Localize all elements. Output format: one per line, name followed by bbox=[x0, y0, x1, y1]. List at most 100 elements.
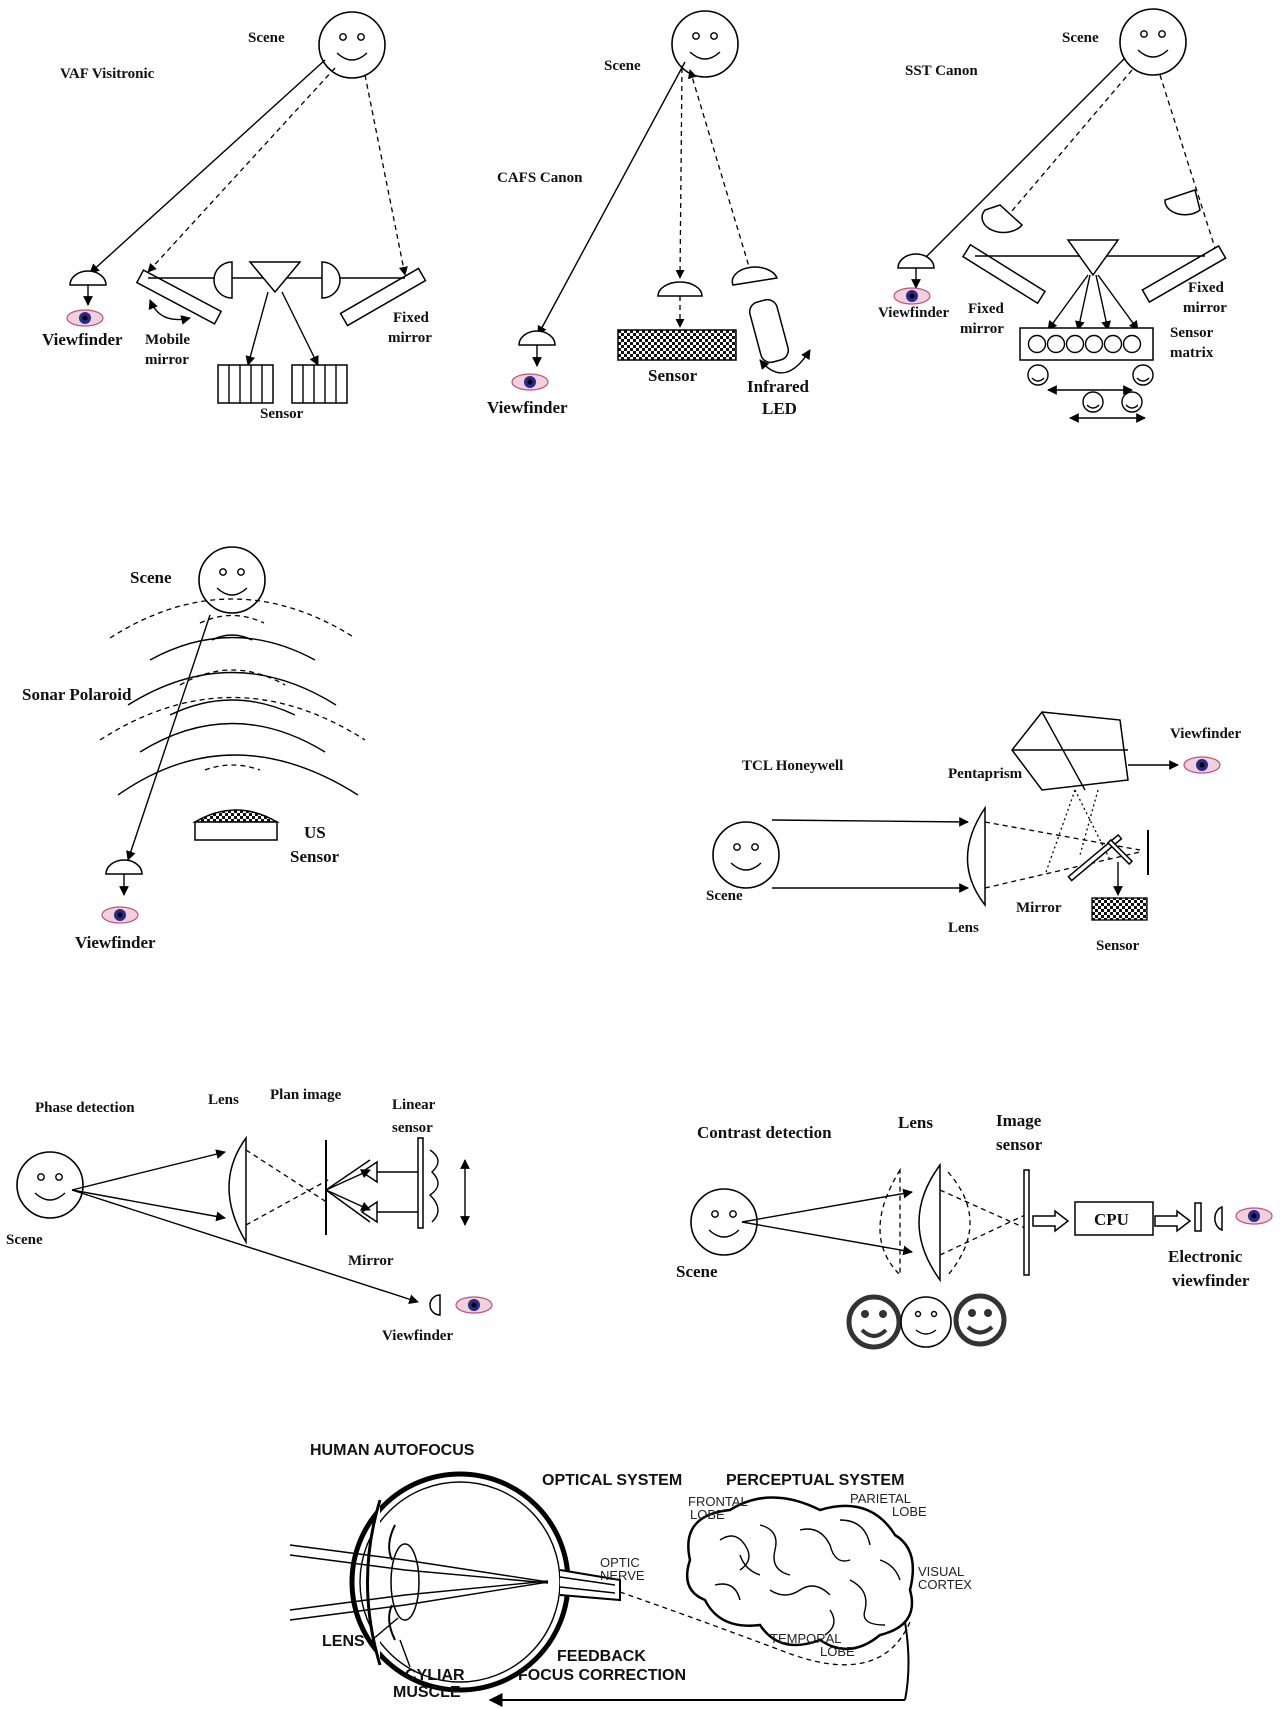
cafs-infrared-label-2: LED bbox=[762, 399, 797, 418]
contrast-title: Contrast detection bbox=[697, 1123, 832, 1142]
phase-scene-label: Scene bbox=[6, 1232, 43, 1248]
contrast-evf-label-2: viewfinder bbox=[1172, 1271, 1250, 1290]
cafs-eye-icon bbox=[511, 373, 549, 391]
human-visual-cortex-label-1: VISUAL bbox=[918, 1564, 964, 1579]
sst-fixed-mirror-right-label-1: Fixed bbox=[1188, 280, 1224, 296]
panel-vaf-visitronic: VAF Visitronic Scene Viewfinder Mobile m… bbox=[42, 11, 432, 422]
vaf-sensor-right bbox=[291, 364, 348, 404]
phase-lens bbox=[228, 1135, 247, 1245]
sst-focus-faces bbox=[1027, 364, 1154, 423]
sst-prism bbox=[1066, 239, 1120, 277]
cafs-sensor bbox=[617, 329, 737, 361]
contrast-cpu-box bbox=[1074, 1201, 1154, 1236]
sonar-scene-face bbox=[198, 546, 266, 614]
contrast-cpu-label: CPU bbox=[1094, 1210, 1129, 1229]
tcl-pentaprism-label: Pentaprism bbox=[948, 766, 1023, 782]
vaf-prism bbox=[248, 261, 302, 294]
vaf-fixed-mirror-label-1: Fixed bbox=[393, 310, 429, 326]
phase-mirror-label: Mirror bbox=[348, 1253, 394, 1269]
cafs-infrared-led bbox=[748, 298, 790, 364]
human-feedback-label-1: FEEDBACK bbox=[557, 1648, 646, 1665]
sst-fixed-mirror-right bbox=[1141, 244, 1227, 304]
vaf-scene-face bbox=[318, 11, 386, 79]
panel-phase-detection: Phase detection Lens Plan image Linear s… bbox=[6, 1087, 493, 1344]
panel-tcl-honeywell: TCL Honeywell Pentaprism Viewfinder Scen… bbox=[706, 711, 1241, 954]
cafs-title: CAFS Canon bbox=[497, 170, 583, 186]
human-title: HUMAN AUTOFOCUS bbox=[310, 1442, 475, 1459]
panel-human-autofocus: HUMAN AUTOFOCUS OPTICAL SYSTEM PERCEPTUA… bbox=[289, 1442, 972, 1707]
vaf-fixed-mirror-label-2: mirror bbox=[388, 330, 432, 346]
vaf-mobile-mirror-label-1: Mobile bbox=[145, 332, 190, 348]
sst-fixed-mirror-left bbox=[961, 243, 1047, 305]
sonar-eyepiece-icon bbox=[105, 859, 143, 885]
cafs-sensor-label: Sensor bbox=[648, 366, 698, 385]
human-optical-system-label: OPTICAL SYSTEM bbox=[542, 1472, 682, 1489]
human-parietal-lobe-label-1: PARIETAL bbox=[850, 1491, 911, 1506]
contrast-image-sensor-label-2: sensor bbox=[996, 1135, 1043, 1154]
tcl-pentaprism bbox=[1011, 711, 1129, 791]
sonar-waves bbox=[99, 598, 366, 796]
cafs-viewfinder-label: Viewfinder bbox=[487, 398, 568, 417]
sonar-us-label-2: Sensor bbox=[290, 847, 340, 866]
vaf-sensor-label: Sensor bbox=[260, 406, 304, 422]
sonar-us-label-1: US bbox=[304, 823, 326, 842]
tcl-mirror-label: Mirror bbox=[1016, 900, 1062, 916]
human-visual-cortex-label-2: CORTEX bbox=[918, 1577, 972, 1592]
tcl-scene-label: Scene bbox=[706, 888, 743, 904]
human-perceptual-system-label: PERCEPTUAL SYSTEM bbox=[726, 1472, 904, 1489]
contrast-evf-label-1: Electronic bbox=[1168, 1247, 1243, 1266]
contrast-focus-faces bbox=[846, 1293, 1007, 1350]
sst-title: SST Canon bbox=[905, 63, 978, 79]
human-optic-nerve-label-2: NERVE bbox=[600, 1568, 645, 1583]
sst-scene-label: Scene bbox=[1062, 30, 1099, 46]
vaf-fixed-mirror bbox=[339, 267, 427, 327]
tcl-scene-face bbox=[712, 821, 780, 889]
contrast-eye-icon bbox=[1235, 1207, 1273, 1225]
vaf-sensor-left bbox=[217, 364, 274, 404]
phase-linear-sensor bbox=[417, 1137, 424, 1229]
sonar-scene-label: Scene bbox=[130, 568, 172, 587]
sonar-eye-icon bbox=[101, 906, 139, 924]
human-cyliar-muscle-label-1: CYLIAR bbox=[405, 1667, 465, 1684]
phase-title: Phase detection bbox=[35, 1100, 135, 1116]
panel-contrast-detection: Contrast detection Lens Image sensor Sce… bbox=[676, 1111, 1273, 1350]
tcl-sensor bbox=[1091, 897, 1148, 921]
sst-scene-face bbox=[1119, 8, 1187, 76]
human-optic-nerve-label-1: OPTIC bbox=[600, 1555, 640, 1570]
contrast-lens-label: Lens bbox=[898, 1113, 933, 1132]
tcl-mirror bbox=[1067, 833, 1123, 882]
tcl-title: TCL Honeywell bbox=[742, 758, 843, 774]
human-brain bbox=[685, 1496, 915, 1651]
tcl-viewfinder-label: Viewfinder bbox=[1170, 726, 1241, 742]
phase-linear-sensor-label-1: Linear bbox=[392, 1097, 436, 1113]
phase-lens-label: Lens bbox=[208, 1092, 239, 1108]
contrast-scene-face bbox=[690, 1188, 758, 1256]
sst-fixed-mirror-left-label-1: Fixed bbox=[968, 301, 1004, 317]
vaf-viewfinder-label: Viewfinder bbox=[42, 330, 123, 349]
cafs-eyepiece-icon bbox=[518, 330, 556, 356]
sonar-us-sensor bbox=[192, 809, 280, 841]
phase-plan-image-label: Plan image bbox=[270, 1087, 342, 1103]
human-frontal-lobe-label-1: FRONTAL bbox=[688, 1494, 748, 1509]
human-eyeball bbox=[349, 1471, 621, 1693]
vaf-eye-icon bbox=[66, 309, 104, 327]
sst-sensor-matrix bbox=[1019, 327, 1154, 361]
phase-linear-sensor-label-2: sensor bbox=[392, 1120, 433, 1136]
human-cyliar-muscle-label-2: MUSCLE bbox=[393, 1684, 461, 1701]
cafs-scene-label: Scene bbox=[604, 58, 641, 74]
sst-eye-icon bbox=[893, 287, 931, 305]
vaf-mobile-mirror-label-2: mirror bbox=[145, 352, 189, 368]
human-feedback-label-2: FOCUS CORRECTION bbox=[518, 1667, 686, 1684]
human-light-rays bbox=[289, 1544, 549, 1621]
human-temporal-lobe-label-1: TEMPORAL bbox=[770, 1631, 842, 1646]
phase-eye-icon bbox=[455, 1296, 493, 1314]
sst-sensor-matrix-label-1: Sensor bbox=[1170, 325, 1214, 341]
human-temporal-lobe-label-2: LOBE bbox=[820, 1644, 855, 1659]
phase-viewfinder-label: Viewfinder bbox=[382, 1328, 453, 1344]
sonar-title: Sonar Polaroid bbox=[22, 685, 132, 704]
sst-fixed-mirror-right-label-2: mirror bbox=[1183, 300, 1227, 316]
contrast-image-sensor-label-1: Image bbox=[996, 1111, 1042, 1130]
tcl-lens-label: Lens bbox=[948, 920, 979, 936]
vaf-scene-label: Scene bbox=[248, 30, 285, 46]
